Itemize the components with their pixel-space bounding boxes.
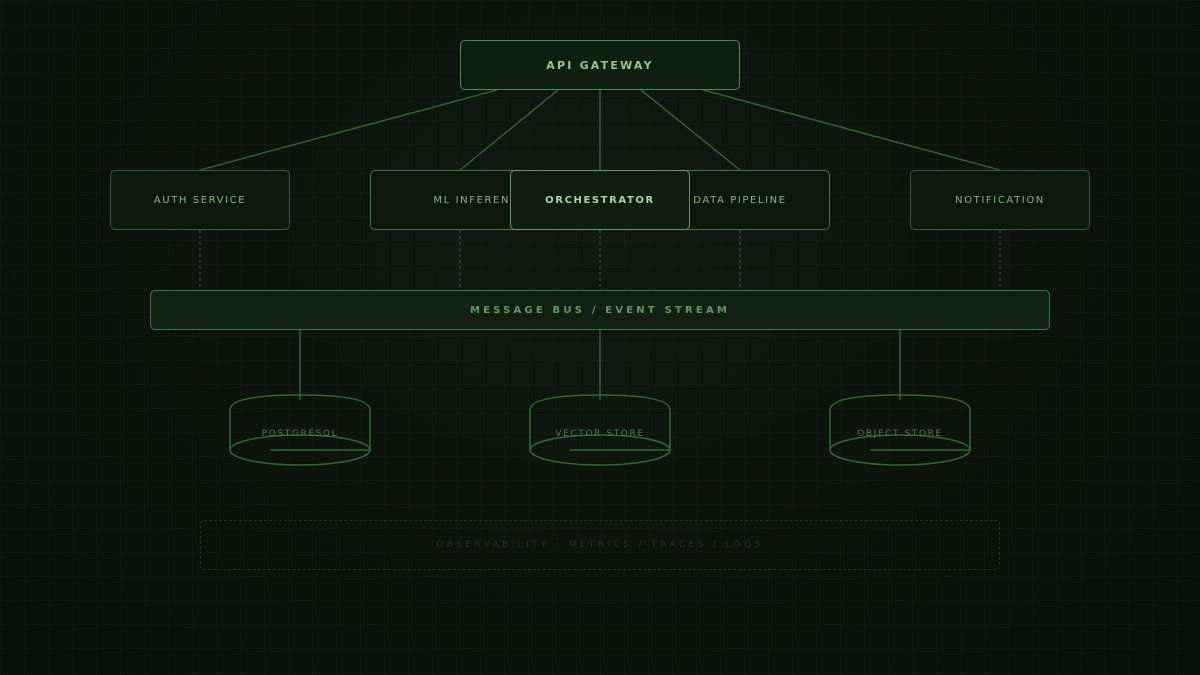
orchestrator-label: ORCHESTRATOR <box>545 194 655 206</box>
observability-label: OBSERVABILITY · METRICS / TRACES / LOGS <box>436 540 764 550</box>
notification-node[interactable]: NOTIFICATION <box>910 170 1090 230</box>
postgres-label: POSTGRESQL <box>261 429 339 439</box>
link-gateway-data <box>640 89 741 171</box>
postgres-cylinder-icon <box>229 394 371 466</box>
ml-inference-label: ML INFERENCE <box>433 194 527 206</box>
data-pipeline-label: DATA PIPELINE <box>693 194 787 206</box>
object-store-cylinder-icon <box>829 394 971 466</box>
link-gateway-ml <box>459 89 559 171</box>
orchestrator-node[interactable]: ORCHESTRATOR <box>510 170 690 230</box>
vector-store-cylinder-icon <box>529 394 671 466</box>
link-gateway-auth <box>199 89 498 171</box>
notification-label: NOTIFICATION <box>955 194 1045 206</box>
api-gateway-label: API GATEWAY <box>546 58 654 72</box>
message-bus-label: MESSAGE BUS / EVENT STREAM <box>469 304 731 316</box>
observability-panel[interactable]: OBSERVABILITY · METRICS / TRACES / LOGS <box>200 520 1000 570</box>
vector-store-label: VECTOR STORE <box>555 429 645 439</box>
link-gateway-notification <box>702 89 1001 171</box>
auth-service-label: AUTH SERVICE <box>153 194 247 206</box>
object-store-label: OBJECT STORE <box>857 429 943 439</box>
message-bus-node[interactable]: MESSAGE BUS / EVENT STREAM <box>150 290 1050 330</box>
api-gateway-node[interactable]: API GATEWAY <box>460 40 740 90</box>
auth-service-node[interactable]: AUTH SERVICE <box>110 170 290 230</box>
